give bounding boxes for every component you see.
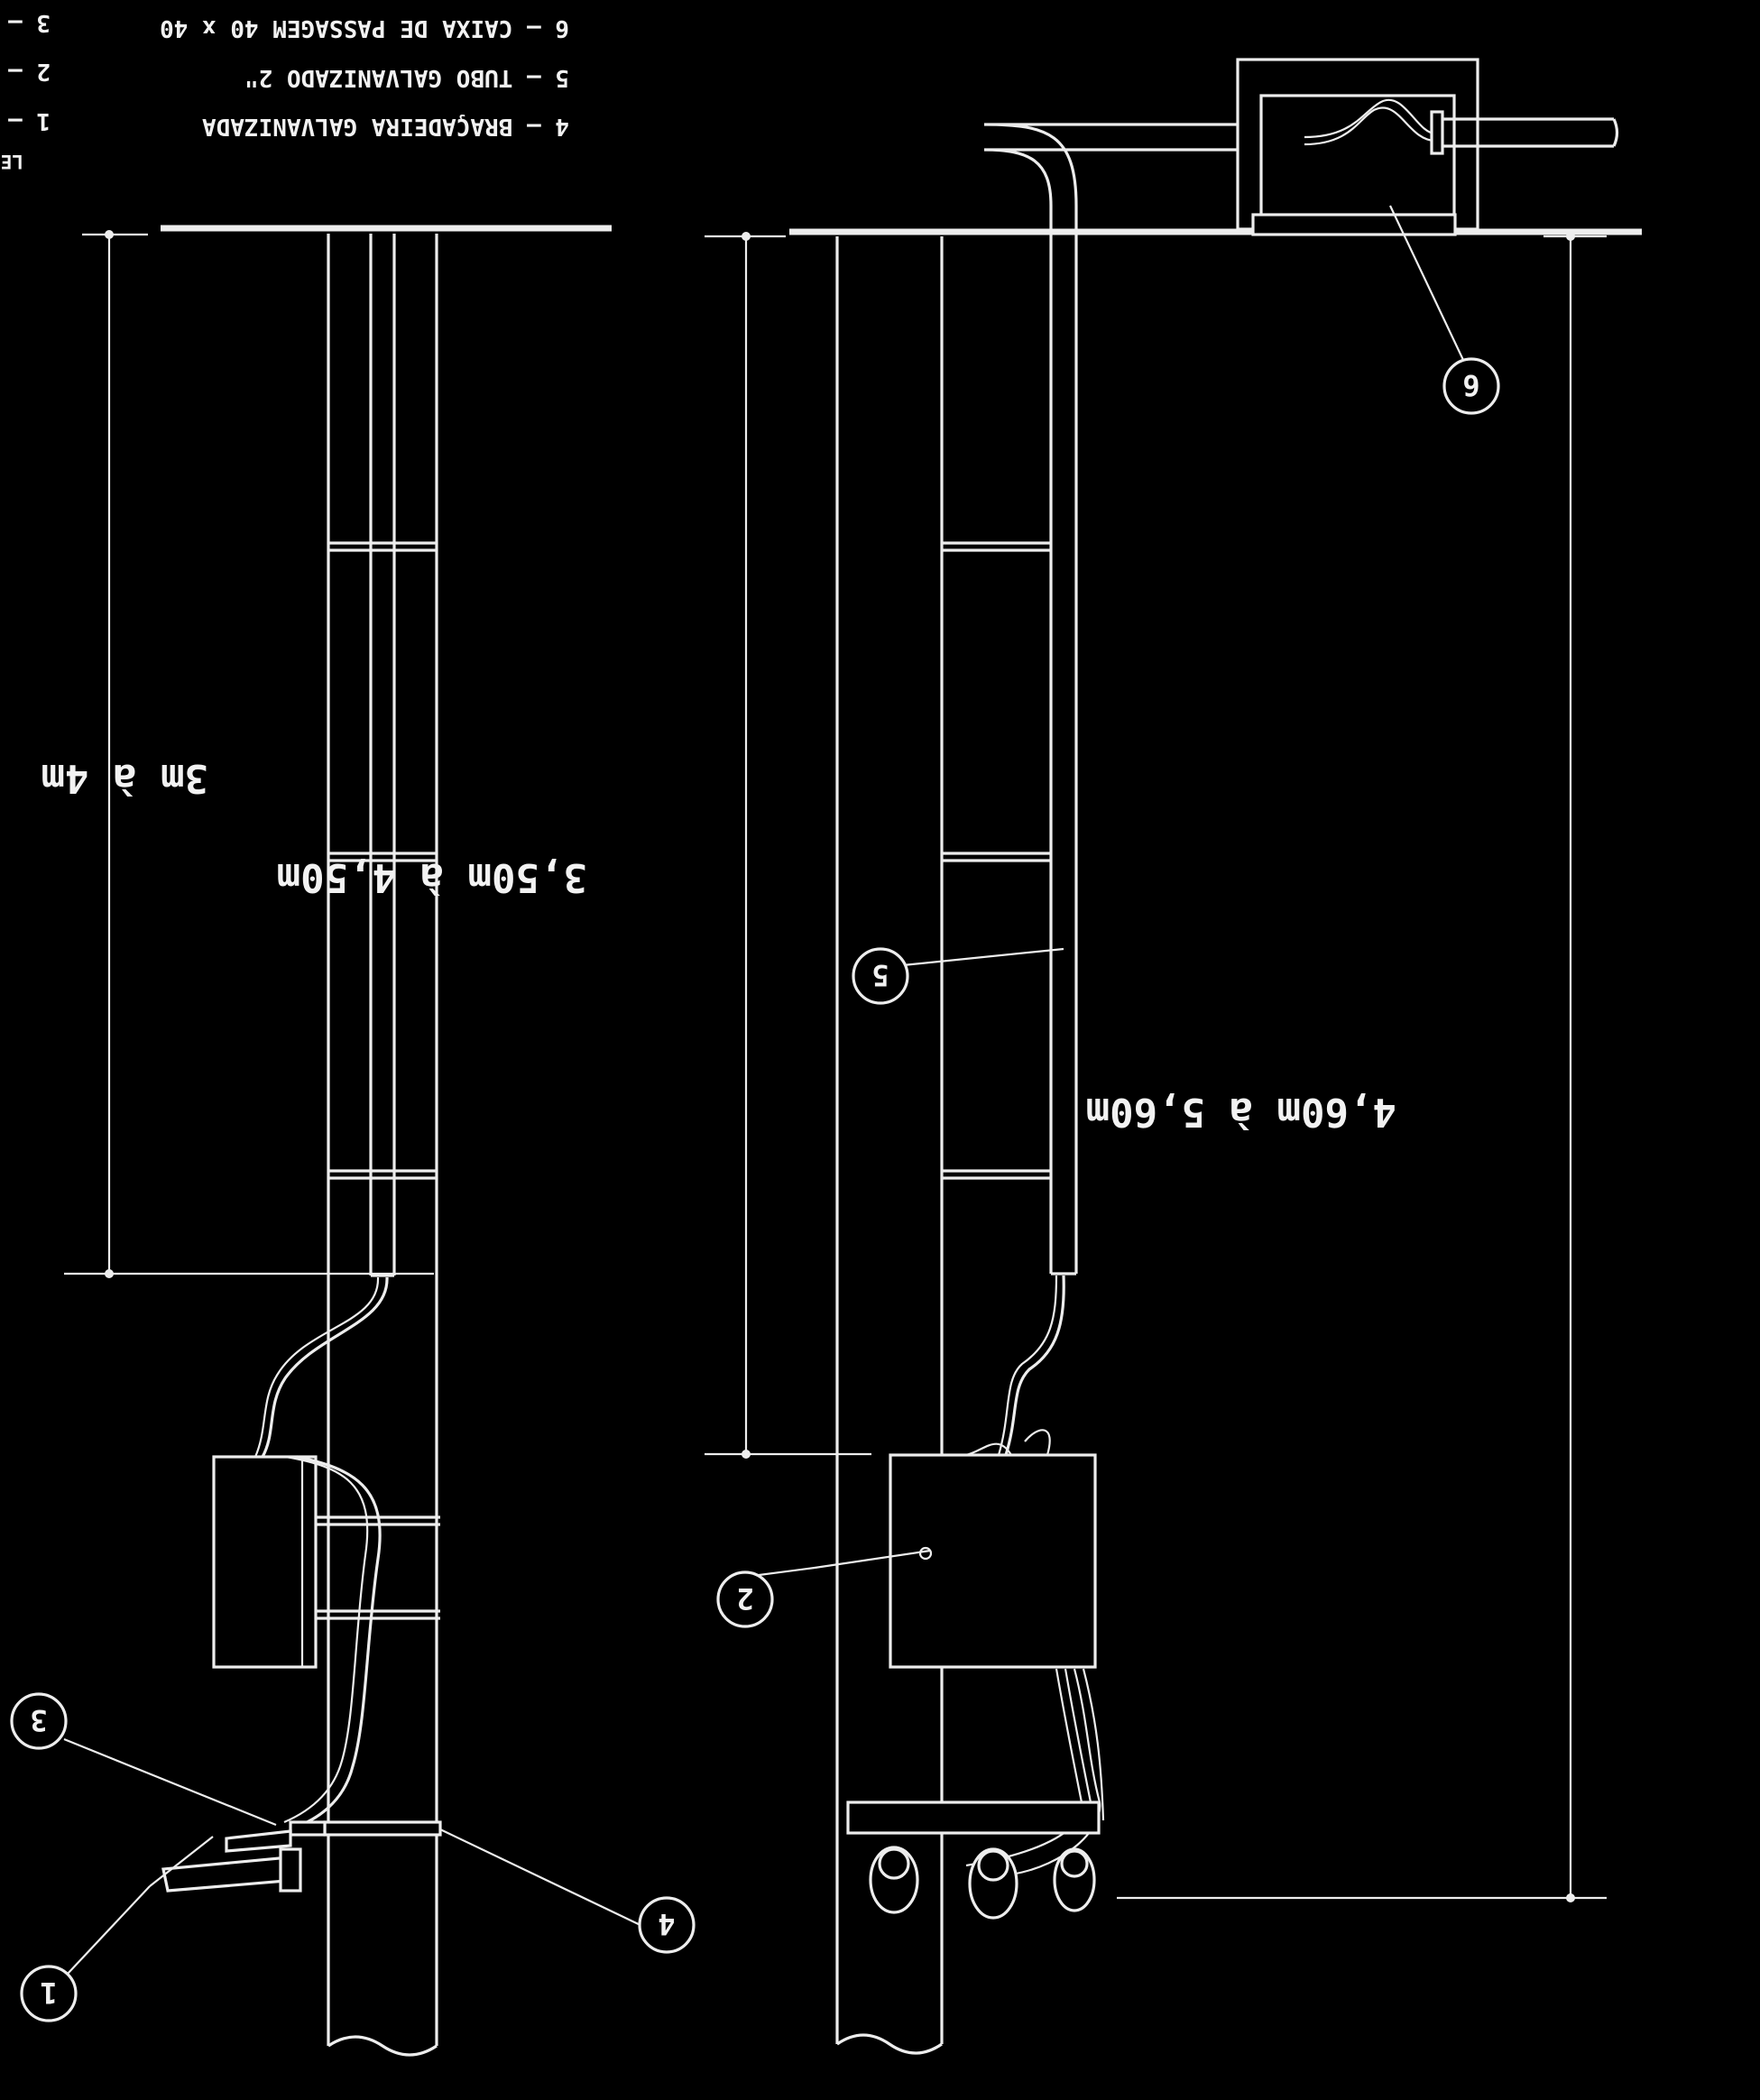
legend-item-3: 3 — SUPORTE PARA CÂMERA	[0, 9, 51, 38]
callout-3-label: 3	[30, 1703, 47, 1737]
camera-bracket-left	[225, 1829, 292, 1853]
clamp-left-1	[328, 541, 437, 552]
dimension-right-label: 4,60m à 5,60m	[1086, 1089, 1396, 1135]
cable-tube-to-cpu-right	[1004, 1275, 1065, 1456]
cpu-box-right	[889, 1453, 1097, 1669]
cable-cpu-to-cameras-right	[1010, 1668, 1101, 1876]
clamp-right-3	[942, 1169, 1051, 1180]
camera-clamp-left	[323, 1820, 442, 1837]
left-pole-assembly: 3m à 4m	[41, 225, 612, 2057]
legend-item-1: 1 — CÂMERA	[0, 107, 51, 136]
callout-5-label: 5	[871, 958, 889, 992]
junction-box	[1236, 58, 1619, 236]
callout-6-circle	[1442, 357, 1500, 415]
legend-title: LEGENDA:	[0, 151, 23, 172]
clamp-right-2	[942, 852, 1051, 862]
callout-4-label: 4	[658, 1907, 675, 1941]
callout-3: 3	[10, 1692, 277, 1827]
legend: LEGENDA: 1 — CÂMERA 2 — CPU 3 — SUPORTE …	[0, 9, 569, 172]
callout-5: 5	[852, 947, 1064, 1005]
cable-cpu-to-camera-left	[289, 1455, 382, 1831]
tube-right-bend	[983, 148, 1304, 207]
callout-1: 1	[20, 1836, 214, 2022]
callout-4: 4	[439, 1828, 696, 1954]
callout-2-circle	[716, 1570, 774, 1628]
callout-2-label: 2	[736, 1581, 753, 1616]
legend-item-5: 5 — TUBO GALVANIZADO 2"	[244, 64, 569, 91]
clamp-left-2	[328, 852, 437, 862]
dimension-middle-label: 3,50m à 4,50m	[277, 854, 587, 900]
pole-left-break	[327, 2035, 438, 2057]
callout-6-label: 6	[1462, 368, 1479, 402]
callout-5-circle	[852, 947, 909, 1005]
camera-lens-left	[279, 1847, 302, 1893]
dome-cameras	[869, 1846, 1096, 1920]
callout-6: 6	[1389, 205, 1500, 415]
legend-item-4: 4 — BRAÇADEIRA GALVANIZADA	[202, 113, 569, 140]
legend-item-2: 2 — CPU	[0, 58, 51, 85]
clamp-right-1	[942, 541, 1051, 552]
right-pole-assembly: 3,50m à 4,50m 4,60m à 5,60m	[277, 58, 1642, 2055]
camera-mount-right	[846, 1801, 1101, 1835]
callout-3-circle	[10, 1692, 68, 1750]
dimension-right: 4,60m à 5,60m	[1086, 232, 1607, 1902]
callout-2: 2	[716, 1549, 931, 1628]
dimension-middle: 3,50m à 4,50m	[277, 232, 871, 1459]
callout-4-circle	[638, 1896, 696, 1954]
cable-tube-to-cpu-left	[261, 1276, 389, 1458]
camera-body-left	[161, 1855, 300, 1893]
cpu-box-right-lock	[918, 1546, 933, 1561]
cpu-box-left	[212, 1455, 318, 1669]
clamp-left-3	[328, 1169, 437, 1180]
legend-item-6: 6 — CAIXA DE PASSAGEM 40 x 40	[160, 14, 569, 41]
dimension-left: 3m à 4m	[41, 230, 434, 1278]
callout-1-label: 1	[40, 1976, 57, 2010]
camera-support-left	[289, 1820, 327, 1837]
callout-1-circle	[20, 1965, 78, 2022]
pole-right-break	[836, 2033, 943, 2055]
dimension-left-label: 3m à 4m	[41, 755, 208, 801]
